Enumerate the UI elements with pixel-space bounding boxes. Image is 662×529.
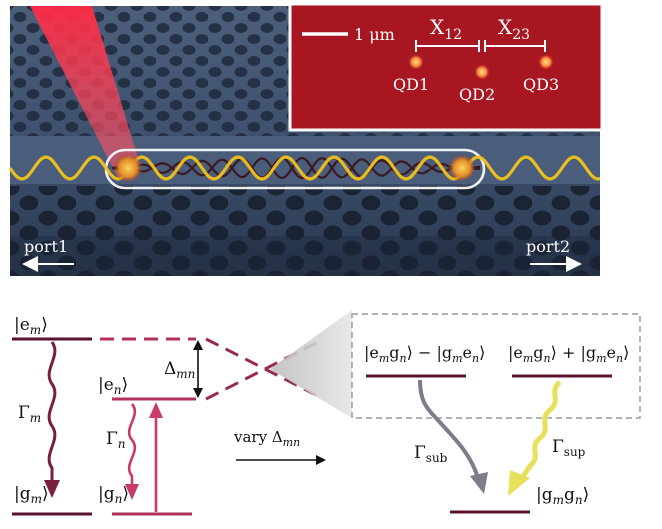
port1-label: port1 (24, 237, 68, 256)
vary-arrowhead (316, 455, 326, 465)
x12-subscript: 12 (444, 27, 462, 43)
x12-symbol: X (430, 15, 445, 39)
decay-arrow-m (49, 342, 55, 484)
label-gn: |gn⟩ (98, 484, 129, 506)
label-em: |em⟩ (14, 315, 48, 337)
x23-symbol: X (498, 15, 513, 39)
quantum-dot-left (113, 153, 143, 183)
vary-label: vary Δmn (233, 428, 300, 449)
scale-bar-label: 1 μm (354, 25, 395, 44)
gamma-n-label: Γn (106, 429, 126, 451)
superradiant-decay-arrow (522, 382, 560, 478)
gamma-sup-label: Γsup (552, 437, 586, 459)
level-diagram: |em⟩ |gm⟩ Γm |en⟩ |gn⟩ Γn Δ (12, 310, 352, 514)
inset-background (290, 4, 602, 130)
subradiant-arrowhead (470, 472, 488, 494)
inset-dot-qd2 (474, 64, 490, 80)
inset-dot-qd1 (408, 54, 424, 70)
crystal-shading (10, 236, 600, 276)
label-gm: |gm⟩ (14, 484, 49, 506)
superradiant-state-label: |emgn⟩ + |gmen⟩ (508, 343, 629, 365)
inset-image: 1 μm X12 X23 QD1 QD2 QD3 (290, 4, 602, 130)
qd3-label: QD3 (523, 75, 559, 94)
gamma-m-label: Γm (18, 403, 41, 425)
pump-arrowhead-n (149, 402, 163, 418)
detuning-arrowhead-down (193, 388, 203, 398)
label-en: |en⟩ (98, 375, 128, 397)
subradiant-state-label: |emgn⟩ − |gmen⟩ (364, 343, 485, 365)
ground-state-label: |gmgn⟩ (536, 485, 589, 507)
delta-label: Δmn (164, 359, 195, 381)
inset-dot-qd3 (538, 54, 554, 70)
detuning-arrowhead-up (193, 340, 203, 350)
gamma-sub-label: Γsub (414, 443, 448, 465)
qd2-label: QD2 (459, 85, 495, 104)
zoom-box (352, 314, 640, 418)
decay-arrow-n (129, 404, 135, 488)
x23-subscript: 23 (512, 27, 530, 43)
quantum-dot-right (448, 154, 476, 182)
zoom-cone (270, 310, 352, 418)
collective-states: |emgn⟩ − |gmen⟩ |emgn⟩ + |gmen⟩ Γsub Γsu… (352, 314, 640, 512)
port2-label: port2 (526, 237, 570, 256)
qd1-label: QD1 (393, 75, 429, 94)
